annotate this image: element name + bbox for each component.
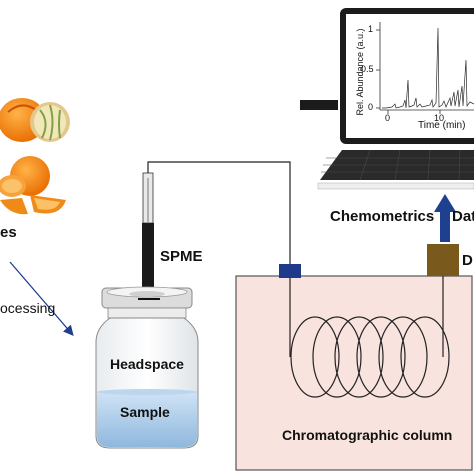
spme-label: SPME: [160, 248, 203, 265]
chart-xtick-10: 10: [434, 113, 445, 123]
headspace-label: Headspace: [110, 356, 184, 372]
transfer-line: [147, 161, 291, 268]
detector[interactable]: [427, 244, 459, 276]
chart-ytick-05: 0.5: [361, 64, 374, 74]
fruit-label: es: [0, 224, 17, 241]
chart-xtick-0: 0: [385, 113, 391, 123]
chromatogram-axes: [376, 22, 474, 114]
injector-port[interactable]: [279, 264, 301, 278]
gc-oven: [235, 275, 473, 471]
process-arrow: [9, 261, 74, 336]
melon-icon: [0, 98, 70, 142]
chromatogram-trace: [382, 27, 474, 109]
computer: [300, 8, 474, 190]
data-arrow-shaft: [440, 212, 450, 242]
orange-icon: [0, 156, 66, 215]
chart-ytick-0: 0: [368, 102, 374, 112]
detector-label: D: [462, 252, 473, 269]
sample-vial: [95, 286, 199, 449]
chart-ytick-1: 1: [368, 24, 374, 34]
column-label: Chromatographic column: [282, 427, 453, 443]
processing-label: ocessing: [0, 300, 56, 316]
data-arrow-head: [434, 194, 456, 212]
column-coil: [289, 276, 450, 398]
spme-fiber[interactable]: [142, 172, 154, 300]
sample-label: Sample: [120, 404, 170, 420]
data-label: Dat: [452, 208, 474, 225]
chemometrics-label: Chemometrics: [330, 208, 435, 225]
chart-xlabel: Time (min): [418, 120, 466, 131]
